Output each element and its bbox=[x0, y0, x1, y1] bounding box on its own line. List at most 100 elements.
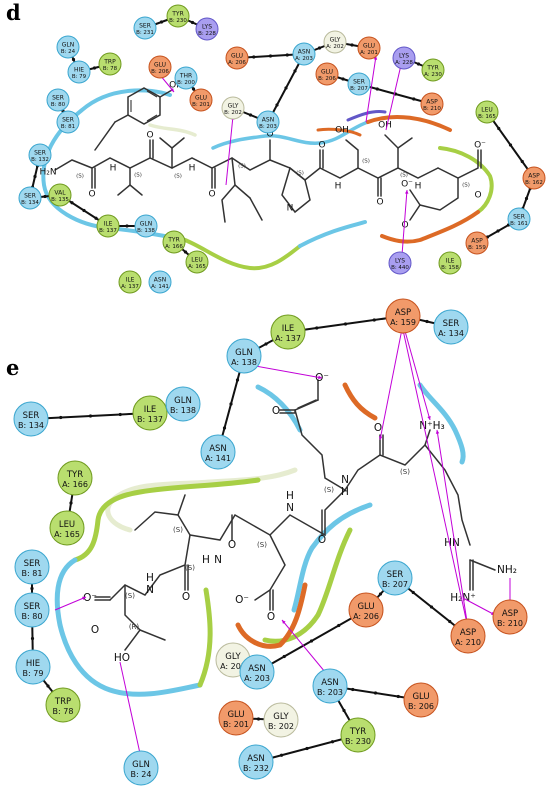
residue-name: ASN bbox=[154, 277, 166, 284]
residue-id: A: 230 bbox=[424, 72, 442, 78]
residue-id: B: 81 bbox=[22, 569, 43, 578]
e-o-6: O bbox=[267, 611, 275, 623]
residue-disc bbox=[392, 46, 416, 70]
residue-name: HIE bbox=[26, 659, 40, 669]
residue-name: GLU bbox=[195, 95, 207, 102]
residue-id: A: 210 bbox=[455, 638, 481, 647]
pocket-contour-d bbox=[41, 88, 494, 271]
residue-disc bbox=[347, 72, 371, 96]
stereo-d-3: (S) bbox=[174, 174, 182, 180]
residue-name: ASP bbox=[502, 609, 518, 619]
stereo-d-7: (S) bbox=[400, 173, 408, 179]
residue-name: ASN bbox=[262, 117, 274, 124]
residue-name: ASN bbox=[247, 754, 265, 764]
residue-id: A: 159 bbox=[390, 318, 416, 327]
residue-id: B: 24 bbox=[61, 49, 76, 55]
residue-disc bbox=[225, 46, 249, 70]
stereo-d-5: (S) bbox=[296, 171, 304, 177]
residue-id: B: 232 bbox=[243, 764, 269, 773]
residue-name: TYR bbox=[349, 727, 366, 737]
e-ho: HO bbox=[114, 652, 130, 664]
residue-id: A: 201 bbox=[360, 50, 378, 56]
residue-id: B: 165 bbox=[478, 114, 496, 120]
chain-dot bbox=[372, 318, 376, 322]
residue-name: ILE bbox=[126, 277, 135, 284]
residue-disc bbox=[348, 592, 384, 628]
chain-dot bbox=[396, 694, 400, 699]
residue-id: B: 137 bbox=[137, 415, 163, 424]
residue-name: SER bbox=[139, 23, 151, 30]
chain-dot bbox=[497, 126, 501, 131]
o-label-2: O bbox=[146, 131, 153, 141]
residue-id: B: 210 bbox=[423, 106, 441, 112]
residue-disc bbox=[270, 314, 306, 350]
residue-id: B: 201 bbox=[223, 720, 249, 729]
residue-disc bbox=[475, 100, 499, 124]
residue-name: GLN bbox=[132, 760, 150, 770]
residue-disc bbox=[162, 230, 186, 254]
residue-id: B: 202 bbox=[268, 722, 294, 731]
residue-id: A: 203 bbox=[244, 674, 270, 683]
residue-id: A: 165 bbox=[54, 530, 80, 539]
oh-label-1: OH bbox=[169, 81, 183, 91]
chain-dot bbox=[305, 746, 309, 751]
chain-dot bbox=[315, 326, 319, 330]
chain-dot bbox=[284, 86, 288, 90]
chain-dot bbox=[94, 216, 98, 220]
oh-label-3: OH bbox=[378, 121, 392, 131]
residue-name: GLU bbox=[321, 69, 333, 76]
hbond-arrow bbox=[379, 323, 404, 441]
e-nh3: N⁺H₃ bbox=[419, 420, 445, 432]
hbond-arrow bbox=[225, 115, 234, 186]
residue-disc bbox=[239, 654, 275, 690]
chain-dot bbox=[351, 687, 355, 692]
residue-disc bbox=[14, 592, 50, 628]
residue-id: A: 165 bbox=[188, 264, 206, 270]
chain-dot bbox=[125, 224, 129, 228]
e-o-5: O bbox=[182, 591, 190, 603]
chain-dot bbox=[524, 196, 529, 201]
residue-id: B: 210 bbox=[497, 619, 523, 628]
hbond-arrow bbox=[436, 429, 469, 629]
residue-id: B: 162 bbox=[525, 180, 543, 186]
residue-name: ASN bbox=[321, 678, 339, 688]
chain-dot bbox=[69, 501, 73, 505]
residue-disc bbox=[195, 17, 219, 41]
residue-id: B: 135 bbox=[51, 197, 69, 203]
chain-dot bbox=[317, 46, 322, 50]
e-n-1: N bbox=[341, 474, 349, 486]
residue-id: B: 440 bbox=[391, 265, 409, 271]
residue-id: B: 134 bbox=[18, 421, 44, 430]
chain-dot bbox=[70, 201, 74, 205]
residue-id: B: 231 bbox=[136, 30, 154, 36]
chain-dot bbox=[159, 20, 164, 24]
chain-dot bbox=[191, 87, 196, 91]
residue-disc bbox=[14, 549, 50, 585]
residue-id: A: 228 bbox=[395, 60, 413, 66]
chain-dot bbox=[520, 159, 524, 164]
residue-disc bbox=[56, 35, 80, 59]
residue-disc bbox=[165, 386, 201, 422]
hbond-arrowhead bbox=[404, 190, 409, 194]
chain-dot bbox=[496, 229, 500, 233]
residue-id: A: 166 bbox=[165, 244, 183, 250]
residue-id: B: 203 bbox=[259, 124, 277, 130]
